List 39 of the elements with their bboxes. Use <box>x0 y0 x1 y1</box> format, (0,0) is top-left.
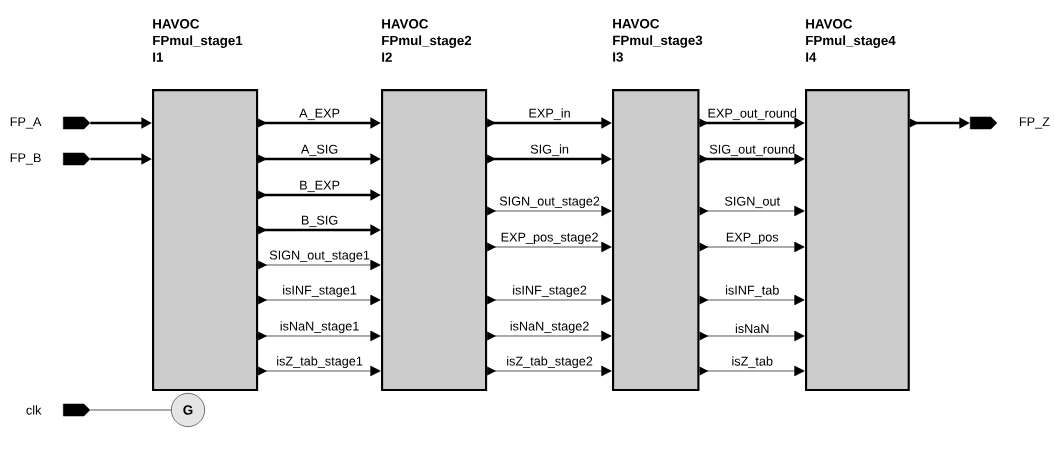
edge-label: isZ_tab_stage1 <box>277 356 363 369</box>
edge-label: isZ_tab_stage2 <box>507 356 593 369</box>
edge-label: SIG_in <box>530 144 569 157</box>
edge-label: isNaN <box>735 323 769 334</box>
node-label: HAVOC <box>153 19 200 29</box>
edge-label: isNaN_stage2 <box>510 321 589 334</box>
edge-label: SIGN_out <box>725 196 780 209</box>
signal-wire <box>90 409 172 411</box>
node-label: HAVOC <box>806 19 853 29</box>
edge-label: isINF_tab <box>726 285 779 298</box>
edge-label: EXP_pos <box>726 232 779 245</box>
edge-label: SIG_out_round <box>709 144 795 157</box>
edge-label: A_EXP <box>299 108 340 121</box>
block-box: HAVOC FPmul_stage1 I1 <box>152 19 259 392</box>
node-label: I1 <box>153 52 164 62</box>
block-box: HAVOC FPmul_stage2 I2 <box>381 19 488 392</box>
node-label: FPmul_stage4 <box>806 35 896 48</box>
node-label: I2 <box>382 52 392 62</box>
edge-label: SIGN_out_stage2 <box>499 196 600 209</box>
edge-label: EXP_in <box>529 108 570 121</box>
edge-label: isINF_stage1 <box>283 285 357 298</box>
edge-label: EXP_pos_stage2 <box>501 232 598 245</box>
node-label: FPmul_stage2 <box>382 35 472 48</box>
node-label: HAVOC <box>613 18 660 29</box>
block-box: HAVOC FPmul_stage3 I3 <box>612 18 703 392</box>
edge-label: EXP_out_round <box>708 108 797 121</box>
edge-label: B_SIG <box>301 215 338 228</box>
block-box: HAVOC FPmul_stage4 I4 <box>805 19 910 392</box>
edge-label: isINF_stage2 <box>513 285 587 298</box>
node-label: I3 <box>613 52 623 62</box>
node-label: FPmul_stage1 <box>153 35 243 48</box>
node-label: HAVOC <box>382 19 429 29</box>
edge-label: isNaN_stage1 <box>280 321 359 334</box>
edge-label: SIGN_out_stage1 <box>269 250 370 263</box>
edge-label: isZ_tab <box>732 356 773 369</box>
edge-label: A_SIG <box>300 144 338 157</box>
node-label: FPmul_stage3 <box>613 35 703 48</box>
edge-label: B_EXP <box>300 180 340 193</box>
node-label: I4 <box>806 52 817 62</box>
